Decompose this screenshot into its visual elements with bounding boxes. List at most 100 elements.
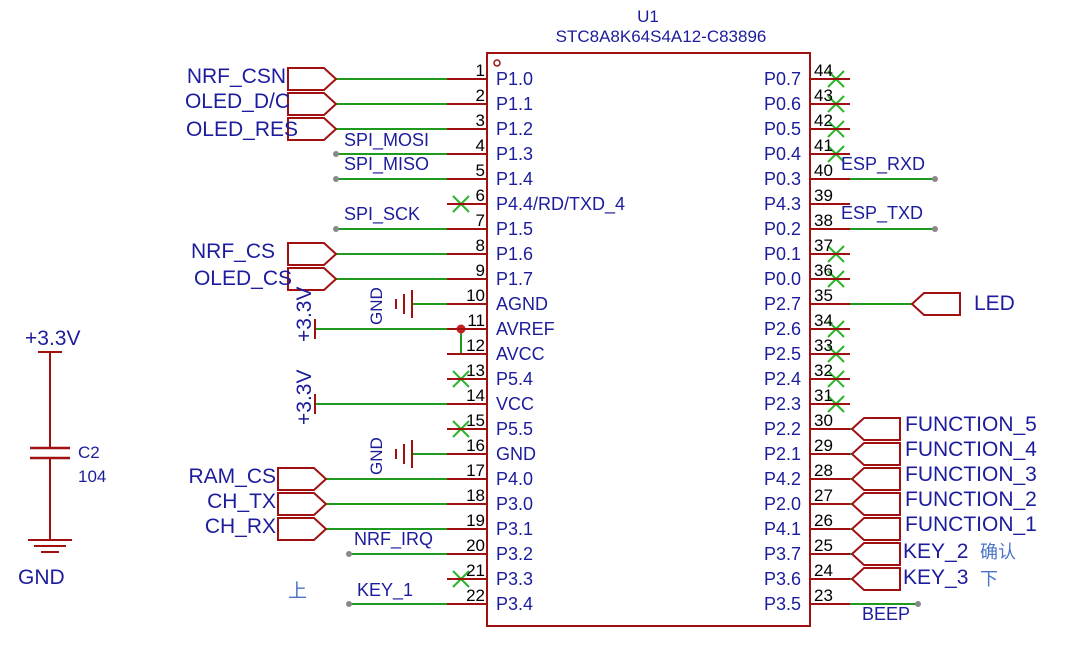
pin-name-31: P2.3 <box>764 394 801 414</box>
wire-spi-miso-terminal <box>333 176 339 182</box>
net-label-function-3: FUNCTION_3 <box>905 463 1037 486</box>
pin-number-42: 42 <box>814 111 833 130</box>
net-label-spi-mosi: SPI_MOSI <box>344 130 429 151</box>
chip-designator: U1 <box>637 7 659 26</box>
port-ch-rx <box>277 517 328 541</box>
pin-name-34: P2.6 <box>764 319 801 339</box>
wire-beep-terminal <box>915 601 921 607</box>
port-right-3 <box>850 492 901 516</box>
pin-name-38: P0.2 <box>764 219 801 239</box>
port-right-4 <box>850 517 901 541</box>
net-label-spi-sck: SPI_SCK <box>344 204 420 225</box>
gnd-label-gnd: GND <box>367 437 386 475</box>
net-label-spi-miso: SPI_MISO <box>344 154 429 175</box>
net-label-led: LED <box>974 292 1015 315</box>
pin-number-7: 7 <box>476 211 485 230</box>
pin-name-11: AVREF <box>496 319 555 339</box>
pin-name-32: P2.4 <box>764 369 801 389</box>
pin-number-24: 24 <box>814 561 833 580</box>
pin-number-16: 16 <box>466 436 485 455</box>
pin-name-5: P1.4 <box>496 169 533 189</box>
pin-name-41: P0.4 <box>764 144 801 164</box>
pin-name-1: P1.0 <box>496 69 533 89</box>
pin-number-23: 23 <box>814 586 833 605</box>
pin-name-28: P4.2 <box>764 469 801 489</box>
pin-number-43: 43 <box>814 86 833 105</box>
net-label-ram-cs: RAM_CS <box>188 465 276 488</box>
pin-name-10: AGND <box>496 294 548 314</box>
net-label-nrf-csn: NRF_CSN <box>187 65 286 88</box>
pin-name-15: P5.5 <box>496 419 533 439</box>
pin-number-40: 40 <box>814 161 833 180</box>
port-right-1 <box>850 442 901 466</box>
pin-name-22: P3.4 <box>496 594 533 614</box>
pin-number-32: 32 <box>814 361 833 380</box>
pin-number-4: 4 <box>476 136 485 155</box>
pin-number-20: 20 <box>466 536 485 555</box>
pin-number-44: 44 <box>814 61 833 80</box>
pin-name-35: P2.7 <box>764 294 801 314</box>
pin-number-34: 34 <box>814 311 833 330</box>
pin-number-9: 9 <box>476 261 485 280</box>
net-label-esp-txd: ESP_TXD <box>841 203 923 224</box>
pin-name-24: P3.6 <box>764 569 801 589</box>
port-led <box>910 292 961 316</box>
pin-number-28: 28 <box>814 461 833 480</box>
power-label-avref: +3.3V <box>293 287 316 342</box>
pin-number-3: 3 <box>476 111 485 130</box>
pin-name-19: P3.1 <box>496 519 533 539</box>
port-right-0 <box>850 417 901 441</box>
pin-name-20: P3.2 <box>496 544 533 564</box>
pin-number-12: 12 <box>466 336 485 355</box>
net-label-ch-tx: CH_TX <box>207 490 276 513</box>
port-oled-res <box>287 117 338 141</box>
cjk-label-up: 上 <box>288 580 307 602</box>
ic-body <box>486 52 811 627</box>
pin-name-37: P0.1 <box>764 244 801 264</box>
pin-number-27: 27 <box>814 486 833 505</box>
net-label-ch-rx: CH_RX <box>205 515 276 538</box>
pin-number-14: 14 <box>466 386 485 405</box>
port-oled-cs <box>287 267 338 291</box>
pin-name-25: P3.7 <box>764 544 801 564</box>
pin-number-19: 19 <box>466 511 485 530</box>
net-label-function-1: FUNCTION_1 <box>905 513 1037 536</box>
net-label-nrf-cs: NRF_CS <box>191 240 275 263</box>
pin-name-42: P0.5 <box>764 119 801 139</box>
pin-number-6: 6 <box>476 186 485 205</box>
cap-value: 104 <box>78 467 106 486</box>
pin-number-22: 22 <box>466 586 485 605</box>
pin-name-43: P0.6 <box>764 94 801 114</box>
pin-number-15: 15 <box>466 411 485 430</box>
pin-name-13: P5.4 <box>496 369 533 389</box>
wire-spi-mosi-terminal <box>333 151 339 157</box>
pin-name-30: P2.2 <box>764 419 801 439</box>
cap-designator: C2 <box>78 443 100 462</box>
pin-number-5: 5 <box>476 161 485 180</box>
pin-number-26: 26 <box>814 511 833 530</box>
pin-number-11: 11 <box>467 311 485 330</box>
pin-name-23: P3.5 <box>764 594 801 614</box>
pin-number-25: 25 <box>814 536 833 555</box>
pin-number-37: 37 <box>814 236 833 255</box>
pin-name-16: GND <box>496 444 536 464</box>
pin-name-29: P2.1 <box>764 444 801 464</box>
pin-number-17: 17 <box>466 461 485 480</box>
net-label-function-5: FUNCTION_5 <box>905 413 1037 436</box>
pin-number-39: 39 <box>814 186 833 205</box>
pin-number-41: 41 <box>814 136 833 155</box>
net-label-nrf-irq: NRF_IRQ <box>354 529 433 550</box>
pin-name-2: P1.1 <box>496 94 533 114</box>
net-label-function-2: FUNCTION_2 <box>905 488 1037 511</box>
pin-name-39: P4.3 <box>764 194 801 214</box>
wire-nrf-irq-terminal <box>346 551 352 557</box>
pin-number-21: 21 <box>466 561 485 580</box>
net-label-key-3: KEY_3 <box>903 566 968 589</box>
cjk-label-down: 下 <box>980 569 998 590</box>
cjk-label-confirm: 确认 <box>980 542 1016 563</box>
pin-name-36: P0.0 <box>764 269 801 289</box>
wire-key-1-terminal <box>346 601 352 607</box>
pin-name-17: P4.0 <box>496 469 533 489</box>
pin-name-27: P2.0 <box>764 494 801 514</box>
